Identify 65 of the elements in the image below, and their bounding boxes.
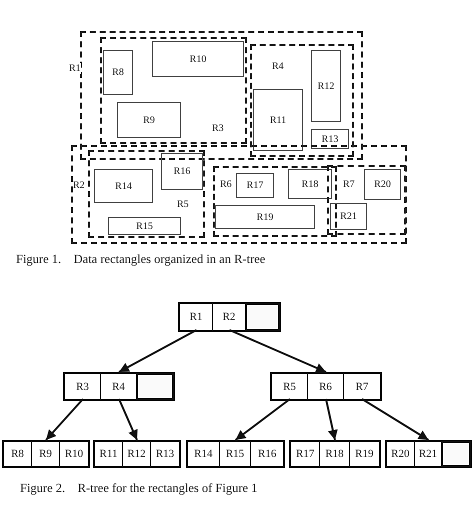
- rectangle-label: R2: [73, 180, 85, 191]
- bounding-rectangle: [250, 44, 354, 157]
- rectangle-label: R1: [69, 63, 81, 74]
- data-rectangle: R10: [152, 41, 244, 77]
- data-rectangle: R14: [94, 169, 153, 203]
- tree-node-box: [2, 440, 90, 468]
- data-rectangle: R20: [364, 169, 401, 200]
- data-rectangle: R8: [103, 50, 133, 95]
- entry-cell: R17: [291, 442, 320, 466]
- data-rectangle: R11: [253, 89, 303, 151]
- tree-node-box: [270, 372, 382, 401]
- tree-node-box: [385, 440, 472, 468]
- entry-cell: R11: [95, 442, 123, 466]
- entry-cell: R6: [308, 374, 344, 399]
- bounding-rectangle: [71, 145, 407, 244]
- tree-node-box: [93, 440, 181, 468]
- arrow: [361, 398, 430, 441]
- entry-cell: R15: [220, 442, 252, 466]
- entry-cell: R9: [32, 442, 60, 466]
- arrow: [234, 398, 291, 441]
- tree-node-box: [289, 440, 381, 468]
- entry-cell: R20: [387, 442, 415, 466]
- entry-cell: R1: [180, 304, 213, 330]
- entry-cell: R5: [272, 374, 308, 399]
- data-rectangle: R12: [311, 50, 341, 122]
- figure-caption: Figure 2. R-tree for the rectangles of Figure 1: [20, 481, 258, 496]
- rectangle-label: R7: [343, 179, 355, 190]
- arrow: [45, 398, 84, 441]
- arrow: [229, 329, 326, 373]
- bounding-rectangle: [213, 166, 337, 237]
- data-rectangle: R16: [161, 153, 203, 190]
- rectangle-label: R6: [220, 179, 232, 190]
- arrow: [325, 398, 338, 440]
- data-rectangle: R13: [311, 129, 349, 149]
- entry-cell: R10: [60, 442, 88, 466]
- entry-cell: R8: [4, 442, 32, 466]
- entry-cell: R3: [65, 374, 101, 399]
- entry-cell: [246, 304, 279, 330]
- bounding-rectangle: [100, 37, 247, 144]
- data-rectangle: R18: [288, 169, 332, 199]
- rectangle-label: R3: [212, 123, 224, 134]
- tree-node-box: [63, 372, 175, 401]
- entry-cell: R14: [188, 442, 220, 466]
- entry-cell: [137, 374, 173, 399]
- rectangle-label: R4: [272, 61, 284, 72]
- data-rectangle: R15: [108, 217, 181, 235]
- entry-cell: R18: [320, 442, 350, 466]
- data-rectangle: R17: [236, 173, 274, 198]
- tree-node-box: [178, 302, 281, 332]
- entry-cell: R7: [344, 374, 380, 399]
- entry-cell: R16: [251, 442, 283, 466]
- figure-caption: Figure 1. Data rectangles organized in an R-tree: [16, 252, 266, 267]
- bounding-rectangle: [327, 165, 406, 235]
- tree-node-box: [186, 440, 285, 468]
- entry-cell: R19: [350, 442, 379, 466]
- rectangle-label: R5: [177, 199, 189, 210]
- bounding-rectangle: [88, 150, 205, 238]
- entry-cell: R12: [123, 442, 151, 466]
- data-rectangle: R21: [330, 203, 367, 230]
- data-rectangle: R19: [215, 205, 315, 229]
- entry-cell: R13: [151, 442, 179, 466]
- data-rectangle: R9: [117, 102, 181, 138]
- arrow: [118, 329, 197, 373]
- entry-cell: [442, 442, 470, 466]
- arrow: [118, 398, 138, 440]
